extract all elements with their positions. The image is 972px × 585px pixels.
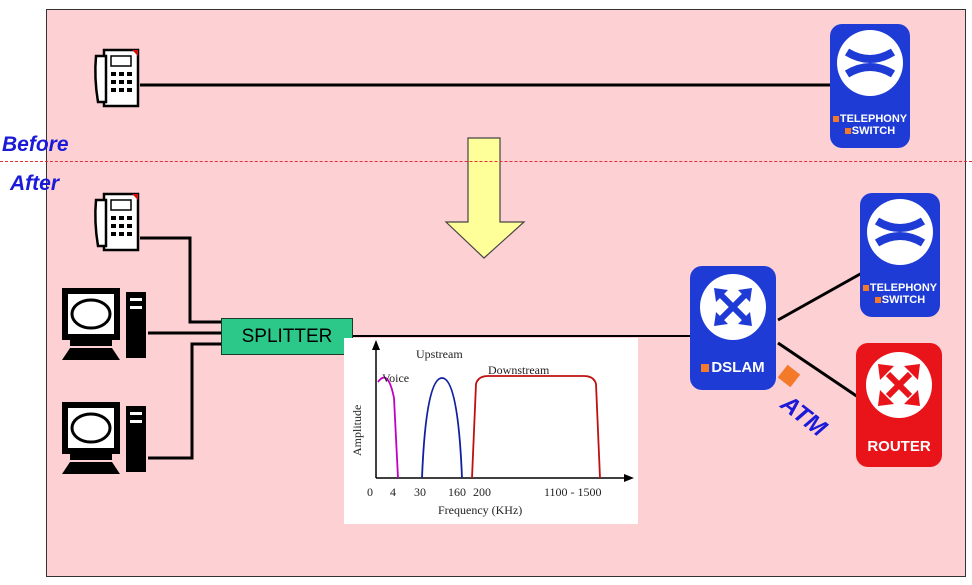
pc2-to-splitter-line (148, 342, 221, 460)
switch-cross-icon (874, 217, 926, 247)
telephone-icon (94, 48, 140, 108)
transition-arrow (444, 137, 526, 259)
switch-caption: TELEPHONY SWITCH (830, 113, 910, 137)
tick-label: 1100 - 1500 (544, 485, 602, 499)
dslam-label: DSLAM (711, 359, 765, 376)
downstream-band-curve (471, 375, 601, 479)
tick-label: 200 (473, 485, 491, 499)
upstream-band-curve (421, 377, 463, 479)
frequency-spectrum-chart: Voice Upstream Downstream Amplitude 0 4 … (344, 338, 638, 524)
phone-to-splitter-line (140, 236, 221, 324)
dslam-to-switch-line (777, 271, 863, 322)
before-after-divider (0, 161, 972, 162)
before-label: Before (2, 133, 69, 156)
y-axis-label: Amplitude (350, 405, 364, 456)
router-arrows-icon (878, 364, 920, 406)
tick-label: 160 (448, 485, 466, 499)
downstream-label: Downstream (488, 363, 550, 377)
router-label: ROUTER (867, 438, 931, 455)
switch-caption-line1: TELEPHONY (839, 113, 908, 125)
router-device: ROUTER (856, 343, 942, 467)
switch-caption: TELEPHONY SWITCH (860, 282, 940, 306)
telephony-switch-after: TELEPHONY SWITCH (860, 193, 940, 317)
splitter-box: SPLITTER (221, 318, 353, 355)
spectrum-svg: Voice Upstream Downstream Amplitude 0 4 … (350, 340, 634, 517)
x-axis-arrowhead (624, 474, 634, 482)
dslam-device: DSLAM (690, 266, 776, 390)
telephony-switch-before: TELEPHONY SWITCH (830, 24, 910, 148)
tick-label: 30 (414, 485, 426, 499)
computer-icon (62, 402, 146, 474)
switch-cross-icon (844, 48, 896, 78)
dslam-to-router-line (777, 341, 859, 399)
tick-label: 4 (390, 485, 396, 499)
voice-label: Voice (382, 371, 409, 385)
tick-label: 0 (367, 485, 373, 499)
voice-band-curve (377, 376, 399, 479)
y-axis-arrowhead (372, 340, 380, 350)
switch-caption-line1: TELEPHONY (869, 282, 938, 294)
computer-icon (62, 288, 146, 360)
upstream-label: Upstream (416, 347, 463, 361)
switch-caption-line2: SWITCH (881, 293, 926, 306)
dslam-arrows-icon (714, 288, 752, 326)
x-axis-label: Frequency (KHz) (438, 503, 522, 517)
after-label: After (10, 172, 60, 195)
dslam-caption: DSLAM (690, 360, 776, 376)
telephone-icon (94, 192, 140, 252)
switch-caption-line2: SWITCH (851, 124, 896, 137)
